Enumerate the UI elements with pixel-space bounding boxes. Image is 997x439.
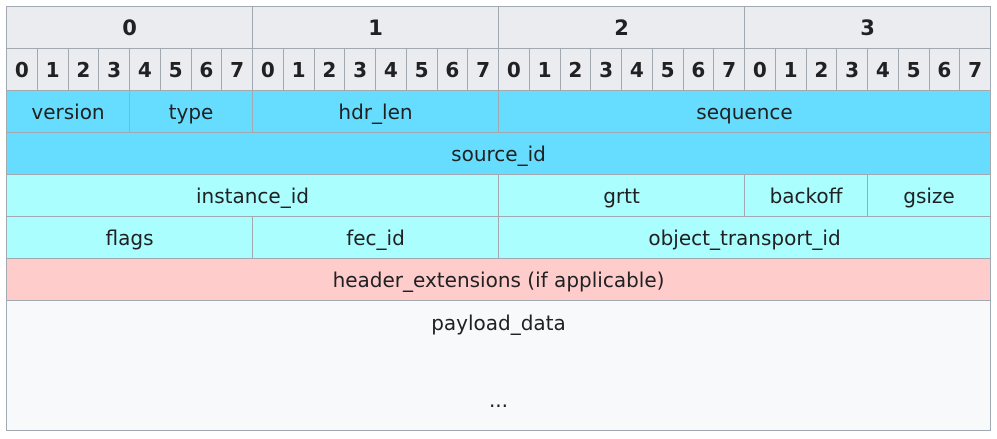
- bit-label: 4: [129, 48, 161, 91]
- payload-ellipsis: ...: [488, 388, 509, 412]
- bit-label: 6: [682, 48, 715, 91]
- bit-label: 5: [159, 48, 192, 91]
- bit-label: 6: [436, 48, 469, 91]
- field-header-extensions: header_extensions (if applicable): [6, 258, 991, 301]
- bit-label: 1: [36, 48, 69, 91]
- bit-label: 7: [959, 48, 991, 91]
- field-gsize: gsize: [867, 174, 991, 217]
- bit-label: 0: [498, 48, 530, 91]
- field-backoff: backoff: [744, 174, 868, 217]
- field-row-4: flags fec_id object_transport_id: [6, 216, 991, 259]
- field-hdr-len: hdr_len: [252, 90, 499, 133]
- bit-label: 7: [467, 48, 499, 91]
- field-row-2: source_id: [6, 132, 991, 175]
- bit-label: 2: [559, 48, 592, 91]
- bit-label: 1: [774, 48, 807, 91]
- field-source-id: source_id: [6, 132, 991, 175]
- field-version: version: [6, 90, 130, 133]
- field-row-3: instance_id grtt backoff gsize: [6, 174, 991, 217]
- field-instance-id: instance_id: [6, 174, 499, 217]
- octet-label: 2: [498, 6, 745, 49]
- field-row-5: header_extensions (if applicable): [6, 258, 991, 301]
- bit-label: 0: [744, 48, 776, 91]
- bit-label: 0: [6, 48, 38, 91]
- bit-label: 4: [375, 48, 407, 91]
- octet-label: 1: [252, 6, 499, 49]
- bit-label: 3: [344, 48, 376, 91]
- bit-label: 5: [405, 48, 438, 91]
- bit-label: 2: [313, 48, 346, 91]
- field-flags: flags: [6, 216, 253, 259]
- octet-label: 3: [744, 6, 991, 49]
- octet-header-row: 0 1 2 3: [6, 6, 991, 49]
- bit-label: 4: [621, 48, 653, 91]
- bit-label: 3: [836, 48, 868, 91]
- octet-label: 0: [6, 6, 253, 49]
- bit-label: 7: [713, 48, 745, 91]
- bit-label: 2: [805, 48, 838, 91]
- field-grtt: grtt: [498, 174, 745, 217]
- bit-label: 5: [651, 48, 684, 91]
- bit-label: 2: [67, 48, 100, 91]
- field-type: type: [129, 90, 253, 133]
- field-row-payload: payload_data ...: [6, 300, 991, 431]
- field-sequence: sequence: [498, 90, 991, 133]
- bit-label: 5: [897, 48, 930, 91]
- bit-label: 4: [867, 48, 899, 91]
- field-fec-id: fec_id: [252, 216, 499, 259]
- bit-label: 7: [221, 48, 253, 91]
- field-object-transport-id: object_transport_id: [498, 216, 991, 259]
- bit-label: 6: [928, 48, 961, 91]
- payload-data-label: payload_data: [431, 311, 566, 335]
- bit-label: 1: [528, 48, 561, 91]
- bit-label: 0: [252, 48, 284, 91]
- bit-label: 3: [98, 48, 130, 91]
- bit-label: 3: [590, 48, 622, 91]
- bit-label: 1: [282, 48, 315, 91]
- field-payload-data: payload_data ...: [6, 300, 991, 431]
- bit-label: 6: [190, 48, 223, 91]
- field-row-1: version type hdr_len sequence: [6, 90, 991, 133]
